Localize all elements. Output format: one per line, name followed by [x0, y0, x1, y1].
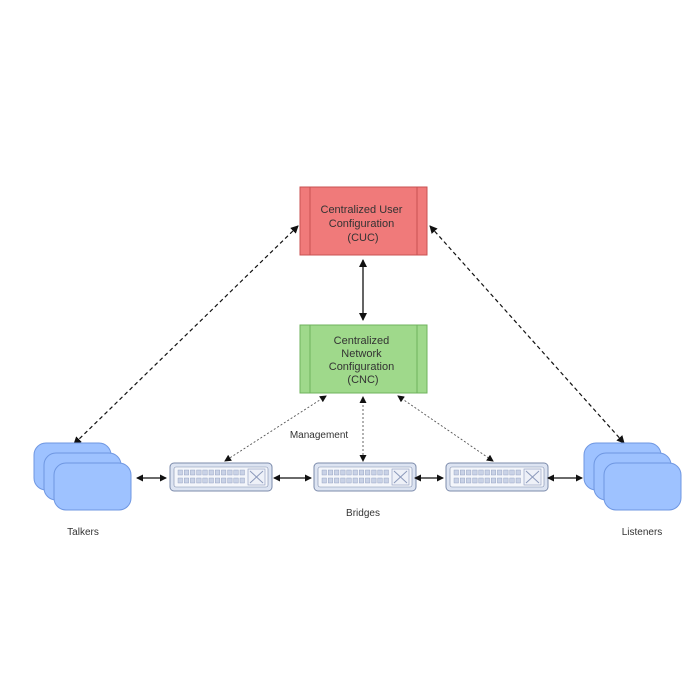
management-lines [224, 395, 494, 462]
cuc-label-line-3: (CUC) [347, 232, 378, 244]
bridge-switch-icon[interactable] [445, 462, 549, 492]
management-line-right [397, 395, 494, 462]
listeners-icon[interactable] [583, 442, 682, 511]
talkers-label: Talkers [67, 527, 99, 538]
cuc-listeners-arrow [429, 225, 625, 444]
management-label: Management [290, 430, 349, 441]
cnc-label: Centralized Network Configuration (CNC) [329, 335, 398, 386]
cuc-talkers-arrow [73, 225, 299, 445]
cuc-box-shape [299, 186, 428, 256]
cuc-box[interactable]: Centralized User Configuration (CUC) [299, 186, 428, 256]
listeners-label: Listeners [622, 527, 663, 538]
management-line-left [224, 395, 327, 462]
bridge-switch-icon[interactable] [313, 462, 417, 492]
cuc-label-line-2: Configuration [329, 218, 394, 230]
bridges-group [169, 462, 549, 492]
cnc-box-shape [299, 324, 428, 394]
cnc-label-line-3: Configuration [329, 361, 394, 373]
cuc-label-line-1: Centralized User [321, 204, 403, 216]
bridges-label: Bridges [346, 508, 380, 519]
cnc-label-line-1: Centralized [334, 335, 390, 347]
cnc-label-line-4: (CNC) [347, 374, 378, 386]
cuc-label: Centralized User Configuration (CUC) [321, 204, 406, 244]
cnc-box[interactable]: Centralized Network Configuration (CNC) [299, 324, 428, 394]
cnc-label-line-2: Network [341, 348, 382, 360]
bridge-switch-icon[interactable] [169, 462, 273, 492]
talkers-icon[interactable] [33, 442, 132, 511]
